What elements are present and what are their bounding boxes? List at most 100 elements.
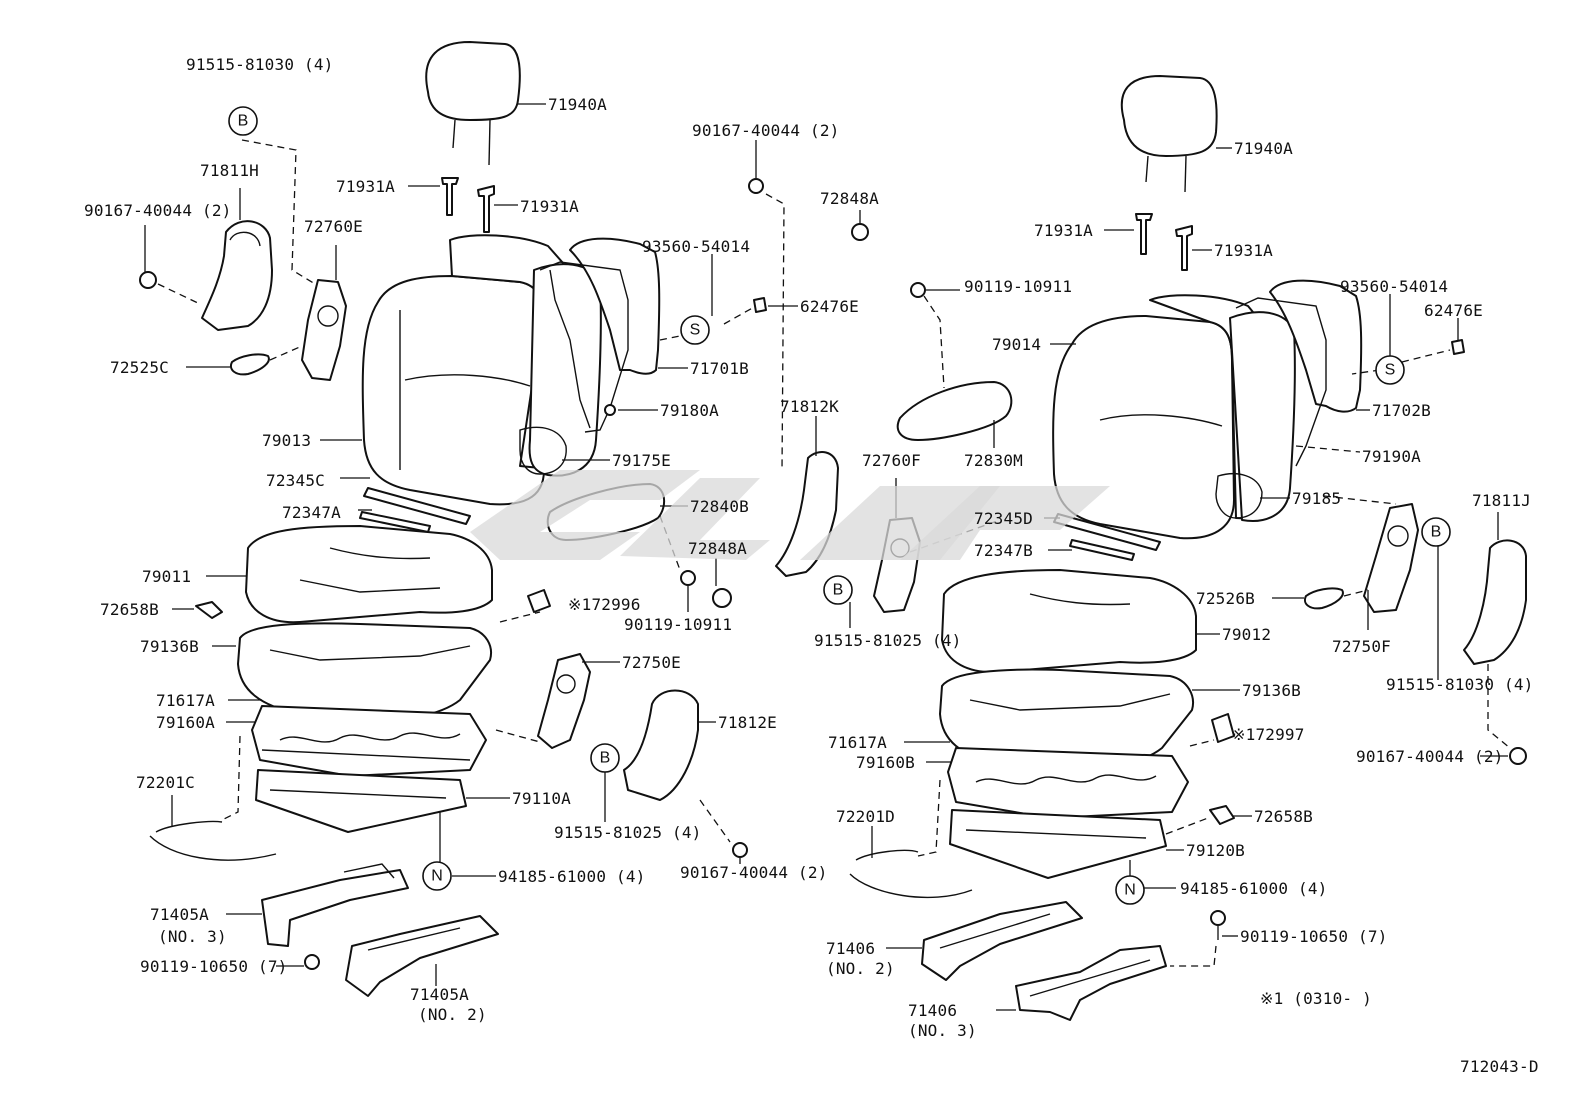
wire-72201D [849, 849, 973, 899]
part-label-71812K: 71812K [780, 397, 839, 416]
part-label-72760E: 72760E [304, 217, 363, 236]
part-label-71617A-l: 71617A [156, 691, 215, 710]
part-label-94185-61000-4-r: 94185-61000 (4) [1180, 879, 1328, 898]
guide-71931A-right [1104, 213, 1212, 271]
svg-text:S: S [690, 322, 701, 339]
part-label-72848A-top: 72848A [820, 189, 879, 208]
clip-62476E-left [753, 297, 767, 313]
clip-62476E-right [1451, 339, 1465, 355]
part-label-79013: 79013 [262, 431, 311, 450]
part-label-79185: 79185 [1292, 489, 1341, 508]
clip-72658B-right [1209, 805, 1235, 825]
part-label-79014: 79014 [992, 335, 1041, 354]
frame-71701B [539, 237, 688, 433]
recliner-72750F [1323, 495, 1419, 630]
track-79120B [949, 809, 1184, 879]
part-label-90167-40044-2-top: 90167-40044 (2) [692, 121, 840, 140]
bolt-90119-10650-right [1210, 910, 1226, 926]
part-label-79011: 79011 [142, 567, 191, 586]
part-label-71931A-r1: 71931A [1034, 221, 1093, 240]
headrest-71940A-right [1120, 75, 1232, 193]
marker-N-right: N [1115, 875, 1145, 905]
part-label-71702B: 71702B [1372, 401, 1431, 420]
guide-71931A-left [408, 177, 518, 233]
part-label-no3-r: (NO. 3) [908, 1021, 977, 1040]
headrest-71940A-left [425, 41, 546, 166]
part-label-79190A: 79190A [1362, 447, 1421, 466]
part-label-90119-10911-top: 90119-10911 [964, 277, 1072, 296]
part-label-91515-81030-4-r: 91515-81030 (4) [1386, 675, 1534, 694]
part-label-90167-40044-2-bottom: 90167-40044 (2) [680, 863, 828, 882]
bracket-71406-no3 [996, 945, 1167, 1021]
part-label-79175E: 79175E [612, 451, 671, 470]
cover-71812E [623, 689, 748, 864]
part-label-72201D: 72201D [836, 807, 895, 826]
svg-text:B: B [1431, 524, 1442, 541]
bracket-71405A-no2 [345, 915, 499, 997]
part-label-72830M: 72830M [964, 451, 1023, 470]
date-note: ※1 (0310- ) [1260, 989, 1372, 1008]
part-label-71701B: 71701B [690, 359, 749, 378]
svg-text:B: B [238, 113, 249, 130]
part-label-71812E: 71812E [718, 713, 777, 732]
part-label-72525C: 72525C [110, 358, 169, 377]
part-label-no2-l: (NO. 2) [418, 1005, 487, 1024]
part-label-79110A: 79110A [512, 789, 571, 808]
part-label-72347A: 72347A [282, 503, 341, 522]
part-label-72658B-r: 72658B [1254, 807, 1313, 826]
part-label-no3-l: (NO. 3) [158, 927, 227, 946]
cushion-79011 [206, 525, 493, 624]
marker-S-right: S [1375, 355, 1405, 385]
track-79110A [255, 769, 510, 833]
part-label-71406-no2: 71406 [826, 939, 875, 958]
part-label-71931A-l1: 71931A [336, 177, 395, 196]
part-label-71617A-r: 71617A [828, 733, 887, 752]
switch-172996 [527, 589, 551, 613]
svg-text:N: N [1124, 882, 1136, 899]
part-label-72658B-l: 72658B [100, 600, 159, 619]
cover-71811J [1437, 512, 1527, 765]
part-label-172997: ※172997 [1232, 725, 1305, 744]
part-label-90167-40044-2-l: 90167-40044 (2) [84, 201, 232, 220]
frame-71702B [1235, 279, 1370, 467]
hinge-79185 [1215, 473, 1263, 519]
part-label-71940A-r: 71940A [1234, 139, 1293, 158]
part-label-90119-10650-7-l: 90119-10650 (7) [140, 957, 288, 976]
part-labels: 91515-81030 (4) 71811H 90167-40044 (2) 7276… [84, 55, 1539, 1076]
part-label-94185-61000-4-l: 94185-61000 (4) [498, 867, 646, 886]
part-label-71405A-no2: 71405A [410, 985, 469, 1004]
part-label-72840B: 72840B [690, 497, 749, 516]
part-label-79120B: 79120B [1186, 841, 1245, 860]
seat-frame-79160B [947, 747, 1189, 819]
part-label-79160B: 79160B [856, 753, 915, 772]
part-label-90119-10650-7-r: 90119-10650 (7) [1240, 927, 1388, 946]
part-label-71811J: 71811J [1472, 491, 1531, 510]
part-label-79136B-l: 79136B [140, 637, 199, 656]
part-label-71405A-no3: 71405A [150, 905, 209, 924]
part-label-62476E-l: 62476E [800, 297, 859, 316]
part-label-71940A-l: 71940A [548, 95, 607, 114]
part-label-90119-10911-low: 90119-10911 [624, 615, 732, 634]
part-label-91515-81025-4-c: 91515-81025 (4) [554, 823, 702, 842]
marker-B-right: B [1421, 517, 1451, 547]
diagram-id: 712043-D [1460, 1057, 1539, 1076]
part-label-71811H: 71811H [200, 161, 259, 180]
wire-72347B [1069, 539, 1135, 561]
marker-B-top-left: B [228, 106, 258, 136]
cover-71811H [139, 188, 273, 331]
recliner-72750E [495, 653, 620, 749]
part-label-72347B: 72347B [974, 541, 1033, 560]
handle-72525C [230, 353, 270, 376]
svg-text:B: B [600, 750, 611, 767]
seatback-79013 [320, 234, 602, 506]
right-seat-assembly [849, 75, 1527, 1021]
bolt-90119-10650-left [304, 954, 320, 970]
pad-79136B-left [172, 601, 492, 723]
marker-N-left: N [422, 861, 452, 891]
part-label-72750F: 72750F [1332, 637, 1391, 656]
part-label-91515-81030-4-l: 91515-81030 (4) [186, 55, 334, 74]
handle-72526B [1304, 587, 1344, 610]
seat-frame-79160A [251, 705, 487, 777]
part-label-93560-54014-l: 93560-54014 [642, 237, 750, 256]
marker-B-right-center: B [823, 575, 853, 605]
